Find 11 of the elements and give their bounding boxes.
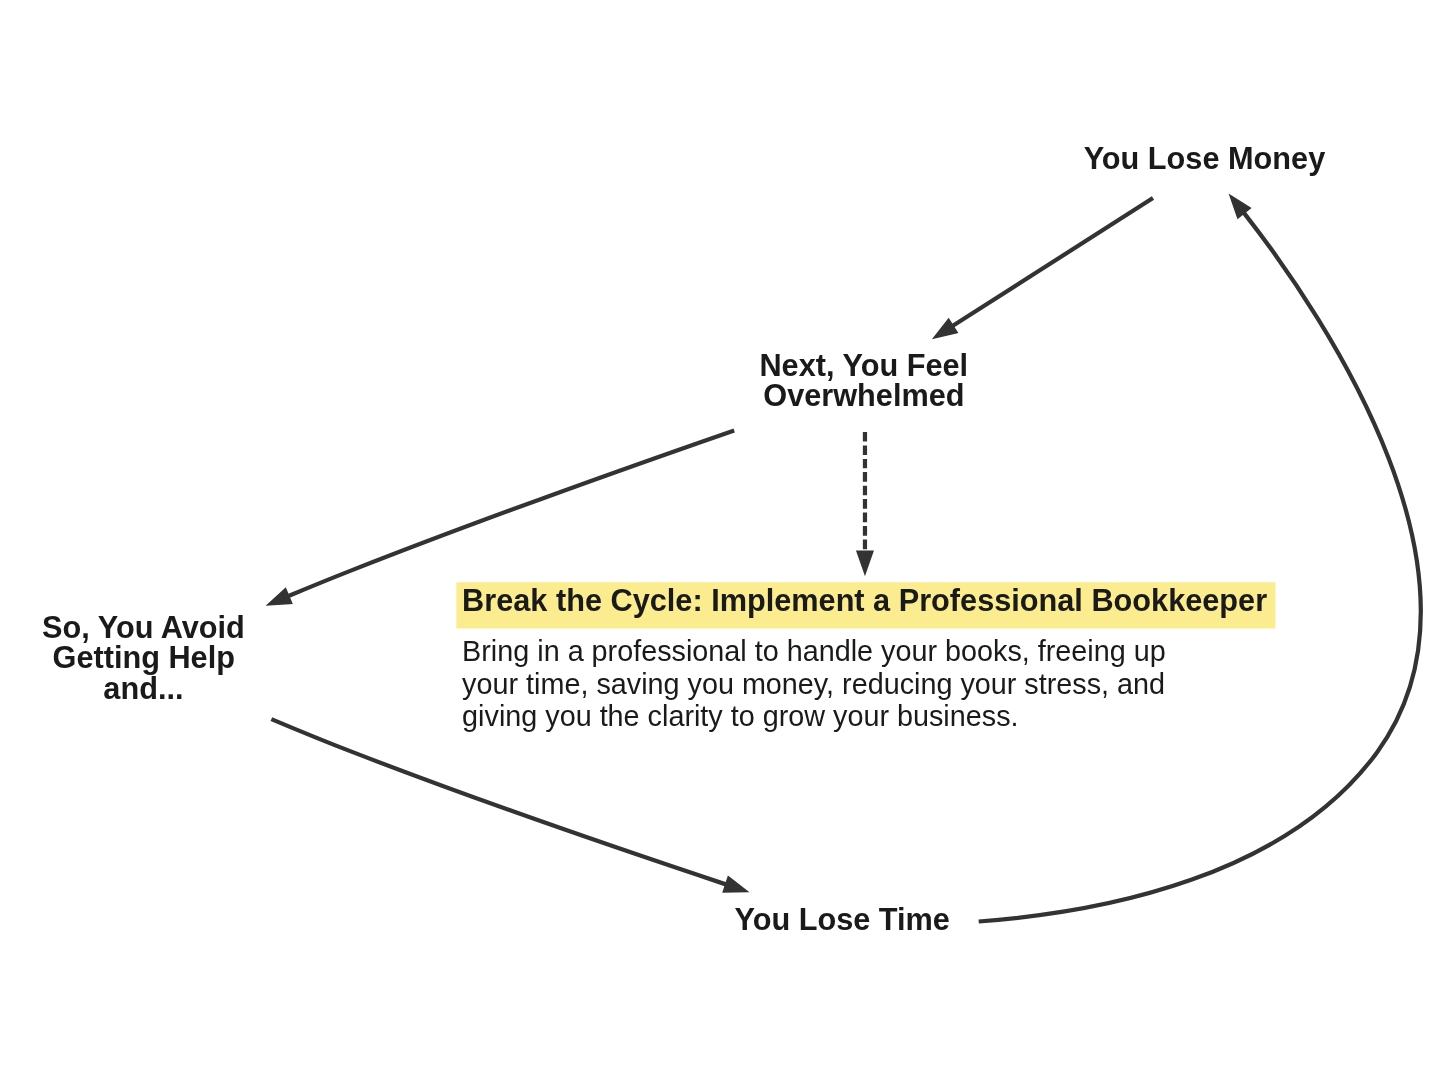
node-text: Next, You Feel Overwhelmed (759, 347, 969, 413)
node-text: So, You Avoid Getting Help and... (41, 609, 245, 706)
node-text: You Lose Money (1083, 140, 1326, 176)
arrow (978, 192, 1423, 924)
node-label: Bring in a professional to handle your books, freeing up your time, saving you money, reducing your stress, and giving you the clarity to grow your business. (462, 634, 1166, 732)
node-box: Break the Cycle: Implement a Professional Bookkeeper (456, 581, 1276, 628)
arrow (270, 716, 750, 893)
node-text: You Lose Time (734, 901, 950, 937)
arrow (855, 431, 874, 576)
arrow (931, 195, 1155, 339)
arrow (265, 427, 735, 606)
